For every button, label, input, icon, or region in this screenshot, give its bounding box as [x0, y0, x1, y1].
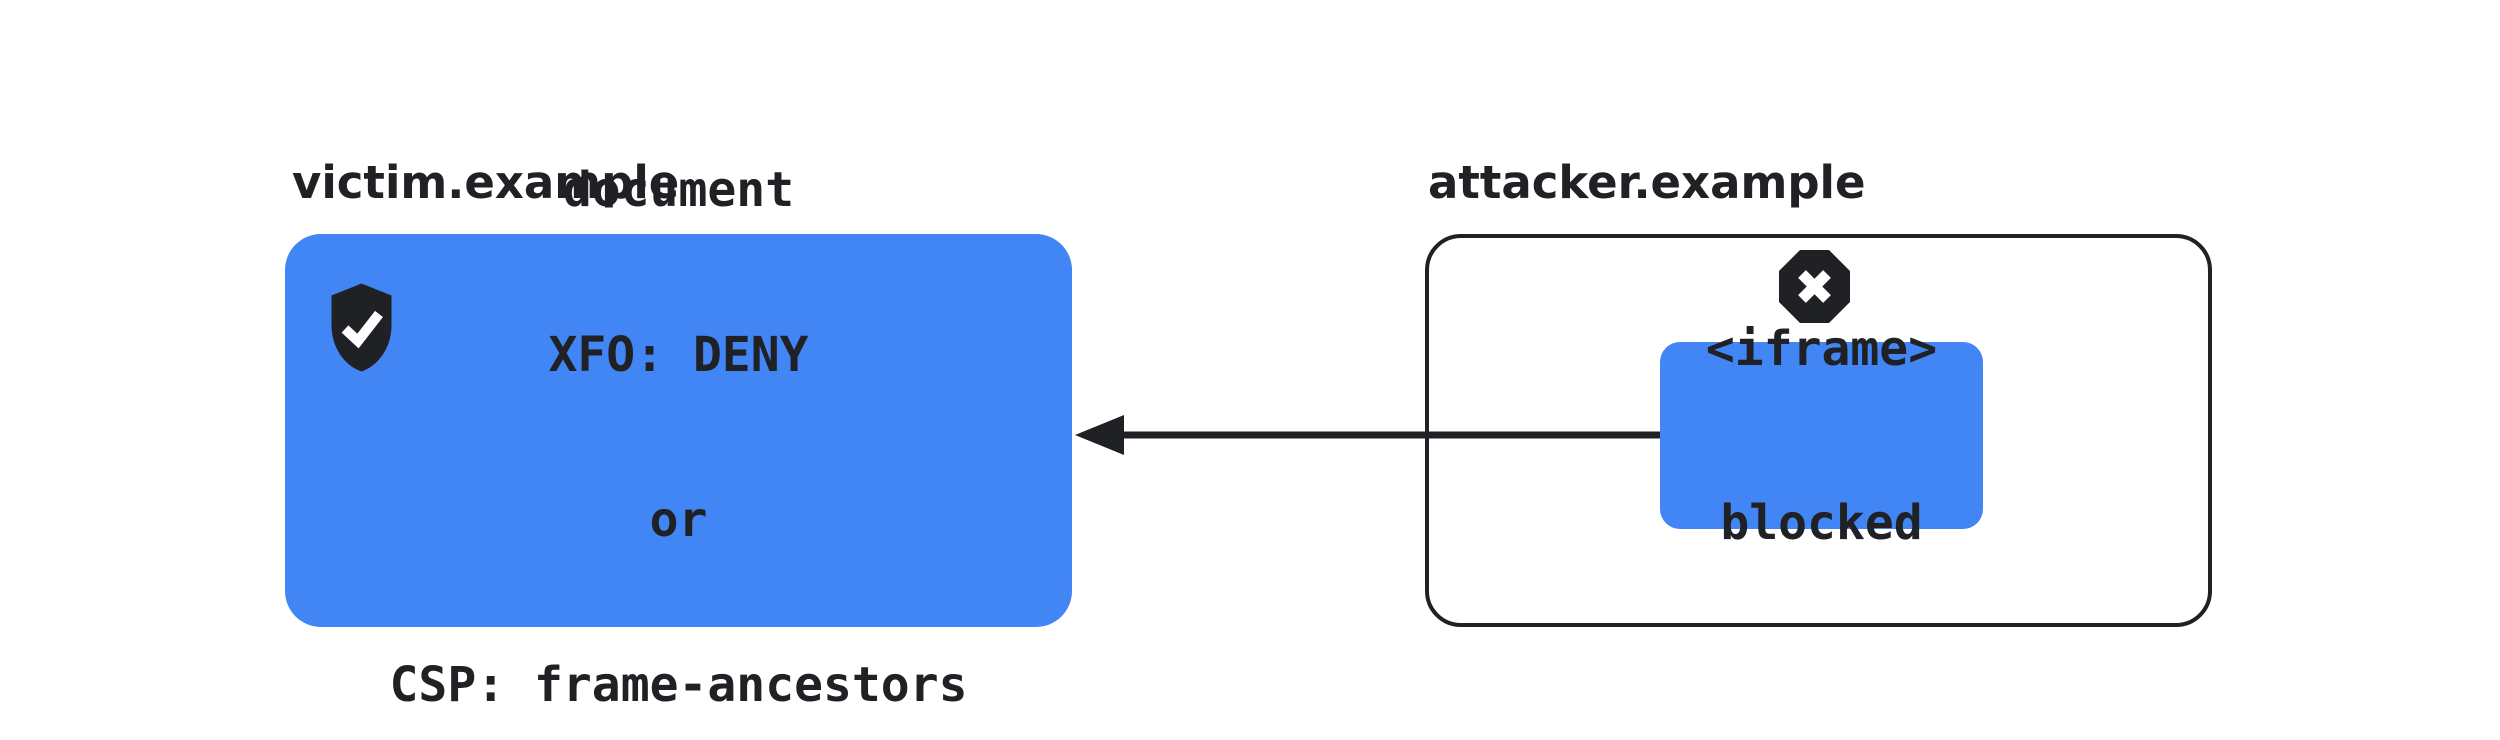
iframe-box-text: <iframe> blocked: [1706, 204, 1937, 668]
victim-box-line: CSP: frame-ancestors: [389, 656, 968, 713]
victim-document-box: document XFO: DENY or CSP: frame-ancesto…: [285, 162, 1072, 712]
shield-check-icon: [331, 283, 392, 372]
victim-box-line: XFO: DENY: [548, 326, 809, 383]
iframe-box-line: <iframe>: [1705, 320, 1938, 377]
victim-box-text: document XFO: DENY or CSP: frame-ancesto…: [390, 53, 968, 740]
iframe-blocked-box: <iframe> blocked: [1660, 321, 1983, 551]
x-octagon-icon: [1779, 250, 1850, 323]
iframe-box-line: blocked: [1720, 494, 1923, 551]
victim-box-line: or: [649, 491, 708, 548]
attacker-browser-box: <iframe> blocked: [1425, 234, 2212, 627]
iframe-to-victim-arrow: [1075, 415, 1660, 455]
attacker-domain-label: attacker.example: [1428, 156, 1866, 209]
victim-domain-label: victim.example: [292, 156, 680, 209]
victim-box-line: document: [562, 161, 795, 218]
